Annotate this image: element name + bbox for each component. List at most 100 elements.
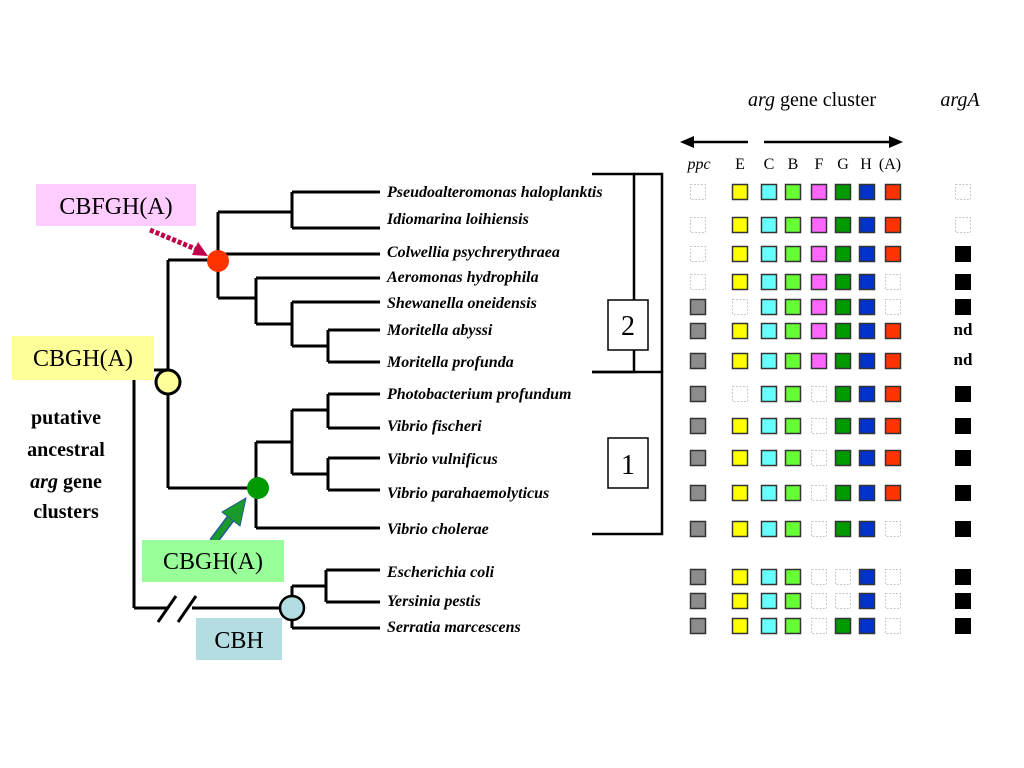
gene-cell-c-present [760, 245, 778, 263]
gene-cell-g-absent [835, 593, 851, 609]
pink-arrow-head [192, 242, 208, 256]
gene-cell-e-absent [732, 299, 748, 315]
gene-cell-c-present [760, 617, 778, 635]
gene-cell-h-present [858, 592, 876, 610]
arga-absent-marker [955, 217, 971, 233]
gene-cell-b-present [784, 592, 802, 610]
gene-cell-b-present [784, 385, 802, 403]
gene-cell-b-present [784, 449, 802, 467]
gene-cell-c-present [760, 520, 778, 538]
gene-cell-c-present [760, 298, 778, 316]
species-label: Yersinia pestis [387, 593, 481, 610]
group-brackets: 2 1 [592, 172, 664, 536]
branch [290, 300, 380, 348]
gene-cell-h-present [858, 484, 876, 502]
pink-pointer-arrow [149, 227, 208, 256]
gene-cell-a-absent [885, 593, 901, 609]
species-label: Moritella profunda [386, 354, 514, 371]
column-header-g: G [837, 156, 849, 173]
caption-line: clusters [33, 501, 99, 523]
column-header-ppc: ppc [686, 156, 710, 173]
arga-present-marker [955, 386, 971, 402]
gene-cell-h-present [858, 385, 876, 403]
gene-cell-ppc-present [689, 385, 707, 403]
arga-present-marker [955, 299, 971, 315]
gene-cell-b-present [784, 216, 802, 234]
ancestral-label-bg [196, 618, 282, 660]
ancestral-label-bg [12, 336, 154, 380]
gene-cell-f-absent [811, 593, 827, 609]
arga-present-marker [955, 521, 971, 537]
gene-cell-c-present [760, 385, 778, 403]
gene-cell-h-present [858, 322, 876, 340]
gene-cell-g-present [834, 183, 852, 201]
ancestral-label-bg [142, 540, 284, 582]
node-yellow-ancestral [154, 368, 182, 396]
green-pointer-arrow [209, 496, 247, 545]
gene-cell-g-present [834, 273, 852, 291]
gene-cell-a-present [884, 385, 902, 403]
ancestral-caption: putative ancestral arg gene clusters [27, 407, 105, 523]
cluster-title: arg gene cluster [748, 89, 876, 111]
gene-cell-ppc-present [689, 322, 707, 340]
gene-cell-a-absent [885, 618, 901, 634]
column-header-c: C [764, 156, 775, 173]
gene-grid [689, 183, 902, 635]
gene-cell-h-present [858, 417, 876, 435]
gene-cell-b-present [784, 484, 802, 502]
column-header-h: H [860, 156, 872, 173]
arga-nd-label: nd [954, 350, 973, 369]
gene-cell-a-absent [885, 299, 901, 315]
caption-line: arg gene [30, 471, 102, 493]
gene-cell-e-present [731, 183, 749, 201]
arga-present-marker [955, 450, 971, 466]
gene-cell-f-absent [811, 450, 827, 466]
gene-cell-c-present [760, 216, 778, 234]
gene-cell-h-present [858, 568, 876, 586]
species-label: Vibrio cholerae [387, 521, 489, 538]
gene-cell-h-present [858, 183, 876, 201]
gene-cell-b-present [784, 245, 802, 263]
gene-cell-e-present [731, 484, 749, 502]
gene-cell-ppc-present [689, 298, 707, 316]
ancestral-label-text: CBGH(A) [163, 549, 263, 575]
gene-cell-b-present [784, 568, 802, 586]
gene-cell-f-present [810, 245, 828, 263]
gene-cell-a-present [884, 322, 902, 340]
bracket-group-2-outer [634, 172, 664, 372]
gene-cell-f-absent [811, 618, 827, 634]
break-mark [176, 595, 198, 623]
gene-cell-c-present [760, 273, 778, 291]
right-arrow-head [889, 136, 903, 148]
gene-cell-g-present [834, 449, 852, 467]
gene-cell-a-present [884, 216, 902, 234]
caption-line: ancestral [27, 439, 105, 461]
arga-absent-marker [955, 184, 971, 200]
gene-cell-ppc-present [689, 520, 707, 538]
species-label: Photobacterium profundum [386, 386, 571, 403]
ancestral-label-cbfgh: CBFGH(A) [36, 184, 196, 226]
arga-title: argA [940, 89, 980, 111]
direction-arrows [680, 136, 903, 148]
gene-cell-a-absent [885, 274, 901, 290]
gene-cell-a-absent [885, 521, 901, 537]
gene-cell-f-present [810, 183, 828, 201]
species-labels: Pseudoalteromonas haloplanktisIdiomarina… [386, 184, 603, 636]
branch [254, 440, 380, 530]
species-label: Moritella abyssi [386, 322, 493, 339]
species-label: Colwellia psychrerythraea [387, 244, 560, 261]
gene-cell-g-present [834, 520, 852, 538]
gene-cell-h-present [858, 273, 876, 291]
ancestral-label-cbgh-green: CBGH(A) [142, 540, 284, 582]
group-box-1 [607, 437, 649, 489]
gene-cell-f-present [810, 322, 828, 340]
gene-cell-h-present [858, 520, 876, 538]
ancestral-label-text: CBH [214, 628, 263, 654]
species-label: Pseudoalteromonas haloplanktis [386, 184, 603, 201]
gene-cell-b-present [784, 273, 802, 291]
gene-cell-g-present [834, 484, 852, 502]
arga-present-marker [955, 274, 971, 290]
gene-cell-ppc-present [689, 592, 707, 610]
gene-cell-h-present [858, 617, 876, 635]
